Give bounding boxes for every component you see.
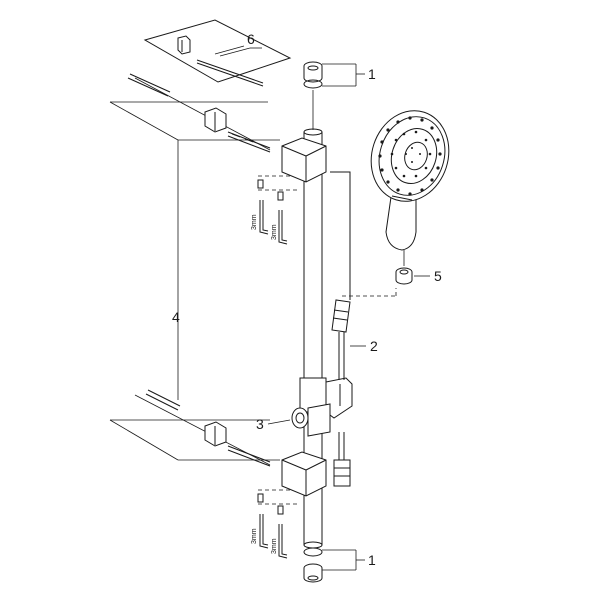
spray-nozzles: [378, 116, 442, 196]
lower-hex-keys: 3mm 3mm: [251, 489, 298, 559]
upper-rail-holder: [281, 137, 327, 183]
callout-hose: 2: [370, 338, 378, 354]
construction-lines: [109, 77, 280, 466]
upper-hex-keys: 3mm 3mm: [251, 175, 298, 245]
upper-wall-fixing: [127, 73, 271, 153]
callout-rail-set: 4: [172, 309, 180, 325]
hand-shower: [370, 110, 450, 251]
slider: [291, 377, 353, 437]
flow-limiter: [395, 250, 413, 285]
screw-kit-box: [143, 19, 292, 87]
top-end-cap: [303, 61, 323, 130]
callout-screw-kit: 6: [247, 31, 255, 47]
hex-key-label: 3mm: [271, 224, 278, 240]
hex-key-label: 3mm: [251, 528, 258, 544]
bottom-end-cap: [303, 547, 323, 583]
lower-wall-fixing: [145, 389, 271, 467]
callout-end-cap-top: 1: [368, 66, 376, 82]
callout-end-cap-bottom: 1: [368, 552, 376, 568]
callout-labels: 6 1 5 2 4 3 1: [172, 31, 442, 568]
callout-flow-limiter: 5: [434, 268, 442, 284]
hex-key-label: 3mm: [271, 538, 278, 554]
lower-rail-holder: [281, 451, 327, 497]
callout-slider: 3: [256, 416, 264, 432]
shower-hose: [330, 171, 397, 487]
leader-lines: [214, 45, 430, 571]
hex-key-label: 3mm: [251, 214, 258, 230]
